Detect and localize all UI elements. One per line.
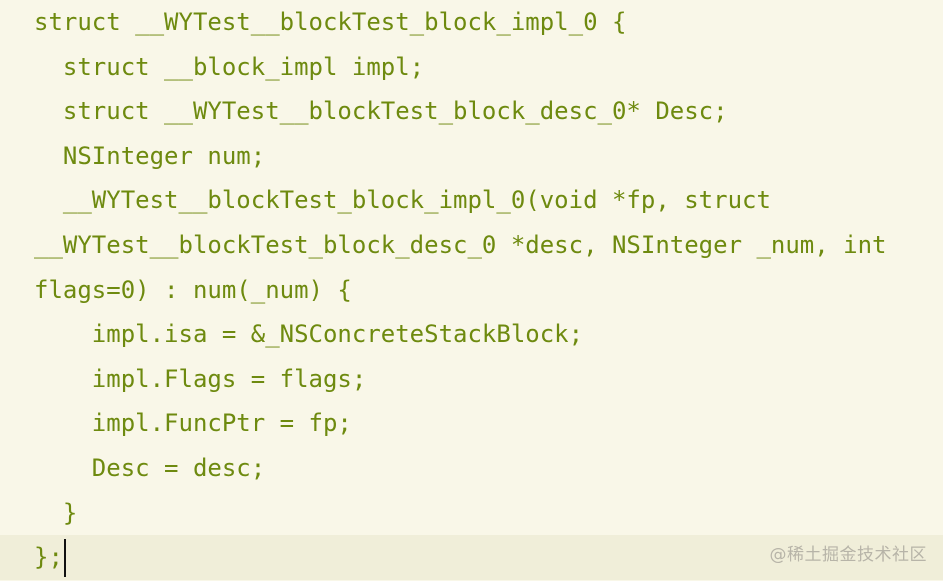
code-line-11: Desc = desc; bbox=[34, 453, 266, 482]
code-line-2: struct __block_impl impl; bbox=[34, 52, 425, 81]
code-line-3: struct __WYTest__blockTest_block_desc_0*… bbox=[34, 97, 728, 126]
watermark: @稀土掘金技术社区 bbox=[769, 545, 927, 565]
text-caret bbox=[63, 539, 66, 578]
code-line-12: } bbox=[34, 498, 78, 527]
code-line-7: flags=0) : num(_num) { bbox=[34, 275, 352, 304]
code-line-13-current[interactable]: }; bbox=[0, 535, 943, 580]
code-line-9: impl.Flags = flags; bbox=[34, 364, 367, 393]
code-line-13-text: }; bbox=[34, 543, 63, 572]
code-line-6: __WYTest__blockTest_block_desc_0 *desc, … bbox=[34, 230, 887, 259]
code-line-8: impl.isa = &_NSConcreteStackBlock; bbox=[34, 320, 584, 349]
code-line-4: NSInteger num; bbox=[34, 141, 266, 170]
code-line-10: impl.FuncPtr = fp; bbox=[34, 409, 352, 438]
code-line-5: __WYTest__blockTest_block_impl_0(void *f… bbox=[34, 186, 771, 215]
code-line-1: struct __WYTest__blockTest_block_impl_0 … bbox=[34, 8, 627, 36]
